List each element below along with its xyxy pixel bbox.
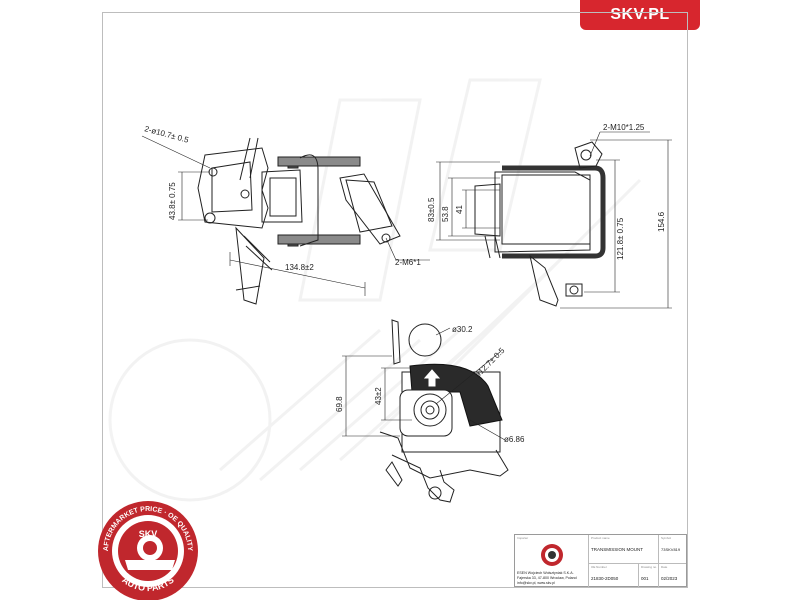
symbol-value: 73SKV819: [661, 547, 681, 552]
date-label: Date: [661, 565, 668, 569]
oe-value: 21830-2D050: [591, 576, 619, 581]
title-block-drawing-no: Drawing no. 001: [639, 564, 659, 588]
title-block-symbol: Symbol 73SKV819: [659, 535, 686, 564]
drawing-frame: [102, 12, 688, 588]
dim-pin-diameter: ø6.86: [504, 435, 525, 444]
dim-inner-height: 53.8: [441, 206, 450, 222]
dim-center-offset: 43±2: [374, 387, 383, 405]
dim-bracket-height: 83±0.5: [427, 197, 436, 222]
drawing-no-label: Drawing no.: [641, 565, 658, 569]
title-block: Importer ESEN Wojciech Wolsztyniak S.K.A…: [514, 534, 687, 588]
oe-label: OE Number: [591, 565, 607, 569]
end-view-right-dims: [436, 131, 672, 309]
dim-collar-diameter: ø30.2: [452, 325, 473, 334]
dim-front-height: 69.8: [335, 396, 344, 412]
title-block-product: Product name TRANSMISSION MOUNT: [589, 535, 659, 564]
drawing-no-value: 001: [641, 576, 649, 581]
dim-mount-span: 121.8± 0.75: [616, 217, 625, 260]
front-view-bottom-dims: [342, 327, 506, 441]
brand-tag[interactable]: SKV.PL: [580, 0, 700, 30]
dim-hole-diameter: 2-ø10.7± 0.5: [143, 124, 190, 145]
product-label: Product name: [591, 536, 610, 540]
dim-bolt-m10: 2-M10*1.25: [603, 123, 645, 132]
side-view-left: [197, 137, 401, 305]
dim-hole-spacing: 43.8± 0.75: [168, 182, 177, 220]
symbol-label: Symbol: [661, 536, 672, 540]
dim-overall-length: 134.8±2: [285, 263, 314, 272]
importer-line-2: Fajerska 33, 47-800 Wroclaw, Poland: [517, 576, 577, 580]
importer-line-1: ESEN Wojciech Wolsztyniak S.K.A.: [517, 571, 574, 575]
dim-overall-height: 154.6: [657, 211, 666, 232]
badge-center-text: SKV: [139, 529, 158, 539]
title-block-importer: Importer ESEN Wojciech Wolsztyniak S.K.A…: [515, 535, 589, 588]
skv-quality-badge: SKV AFTERMARKET PRICE · OE QUALITY AUTO …: [98, 501, 198, 600]
importer-logo-icon: [541, 544, 563, 566]
product-value: TRANSMISSION MOUNT: [591, 547, 644, 552]
dim-bushing-height: 41: [455, 205, 464, 214]
dim-bolt-m6: 2-M6*1: [395, 258, 421, 267]
title-block-oe: OE Number 21830-2D050: [589, 564, 639, 588]
importer-line-3: info@skv.pl, www.skv.pl: [517, 581, 555, 585]
title-block-date: Date 02/2023: [659, 564, 686, 588]
side-view-left-dims: [141, 135, 430, 296]
importer-label: Importer: [517, 536, 529, 540]
date-value: 02/2023: [661, 576, 678, 581]
skv-watermark: [108, 78, 642, 502]
